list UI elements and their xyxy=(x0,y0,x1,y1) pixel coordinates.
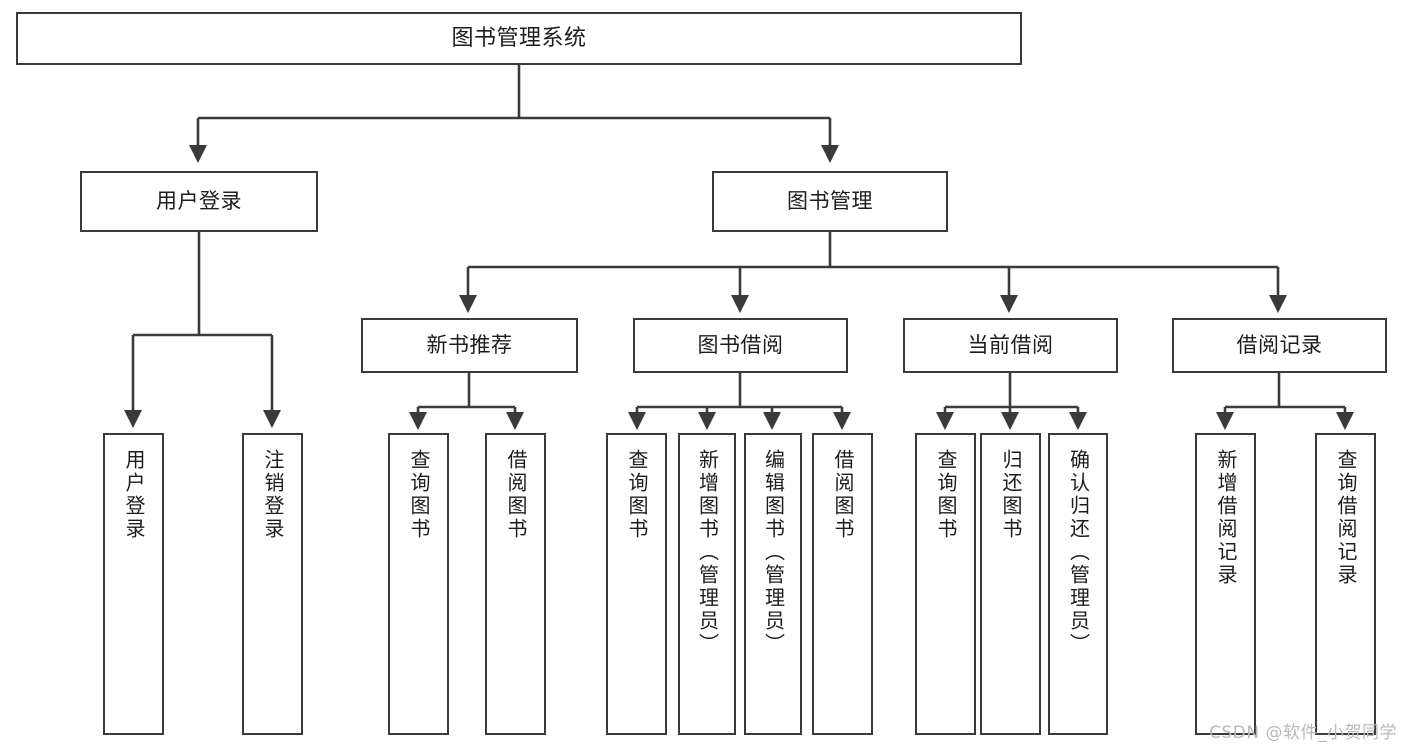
node-label: 查询借阅记录 xyxy=(1334,449,1358,587)
node-leaf-return-book[interactable]: 归还图书 xyxy=(980,433,1041,735)
node-label: 注销登录 xyxy=(261,449,285,541)
node-label: 借阅图书 xyxy=(831,449,855,541)
node-label: 编辑图书（管理员） xyxy=(761,449,786,656)
node-label: 当前借阅 xyxy=(967,333,1054,358)
node-book-management[interactable]: 图书管理 xyxy=(712,171,948,232)
node-leaf-add-book-admin[interactable]: 新增图书（管理员） xyxy=(678,433,736,735)
node-borrow-record[interactable]: 借阅记录 xyxy=(1172,318,1387,373)
node-book-borrow[interactable]: 图书借阅 xyxy=(633,318,848,373)
node-leaf-query-book-recommend[interactable]: 查询图书 xyxy=(388,433,449,735)
node-leaf-borrow-book[interactable]: 借阅图书 xyxy=(812,433,873,735)
node-leaf-confirm-return-admin[interactable]: 确认归还（管理员） xyxy=(1048,433,1108,735)
node-leaf-user-login[interactable]: 用户登录 xyxy=(103,433,164,735)
node-label: 用户登录 xyxy=(122,449,146,541)
node-label: 新书推荐 xyxy=(426,333,513,358)
node-leaf-add-borrow-record[interactable]: 新增借阅记录 xyxy=(1195,433,1256,735)
node-root-library-system[interactable]: 图书管理系统 xyxy=(16,12,1022,65)
node-leaf-logout[interactable]: 注销登录 xyxy=(242,433,303,735)
node-label: 图书管理系统 xyxy=(451,25,587,51)
node-leaf-edit-book-admin[interactable]: 编辑图书（管理员） xyxy=(744,433,802,735)
node-leaf-query-book-current[interactable]: 查询图书 xyxy=(915,433,976,735)
node-label: 查询图书 xyxy=(625,449,649,541)
node-label: 确认归还（管理员） xyxy=(1066,449,1091,656)
node-label: 查询图书 xyxy=(407,449,431,541)
node-leaf-borrow-book-recommend[interactable]: 借阅图书 xyxy=(485,433,546,735)
node-label: 借阅记录 xyxy=(1236,333,1323,358)
node-new-book-recommend[interactable]: 新书推荐 xyxy=(361,318,578,373)
node-leaf-query-book-borrow[interactable]: 查询图书 xyxy=(606,433,667,735)
node-label: 新增图书（管理员） xyxy=(695,449,720,656)
node-label: 借阅图书 xyxy=(504,449,528,541)
node-label: 查询图书 xyxy=(934,449,958,541)
node-label: 用户登录 xyxy=(156,189,242,214)
node-label: 图书管理 xyxy=(787,189,873,214)
node-label: 归还图书 xyxy=(999,449,1023,541)
node-label: 新增借阅记录 xyxy=(1214,449,1238,587)
node-label: 图书借阅 xyxy=(697,333,784,358)
node-user-login[interactable]: 用户登录 xyxy=(80,171,318,232)
node-current-borrow[interactable]: 当前借阅 xyxy=(903,318,1118,373)
node-leaf-query-borrow-record[interactable]: 查询借阅记录 xyxy=(1315,433,1376,735)
